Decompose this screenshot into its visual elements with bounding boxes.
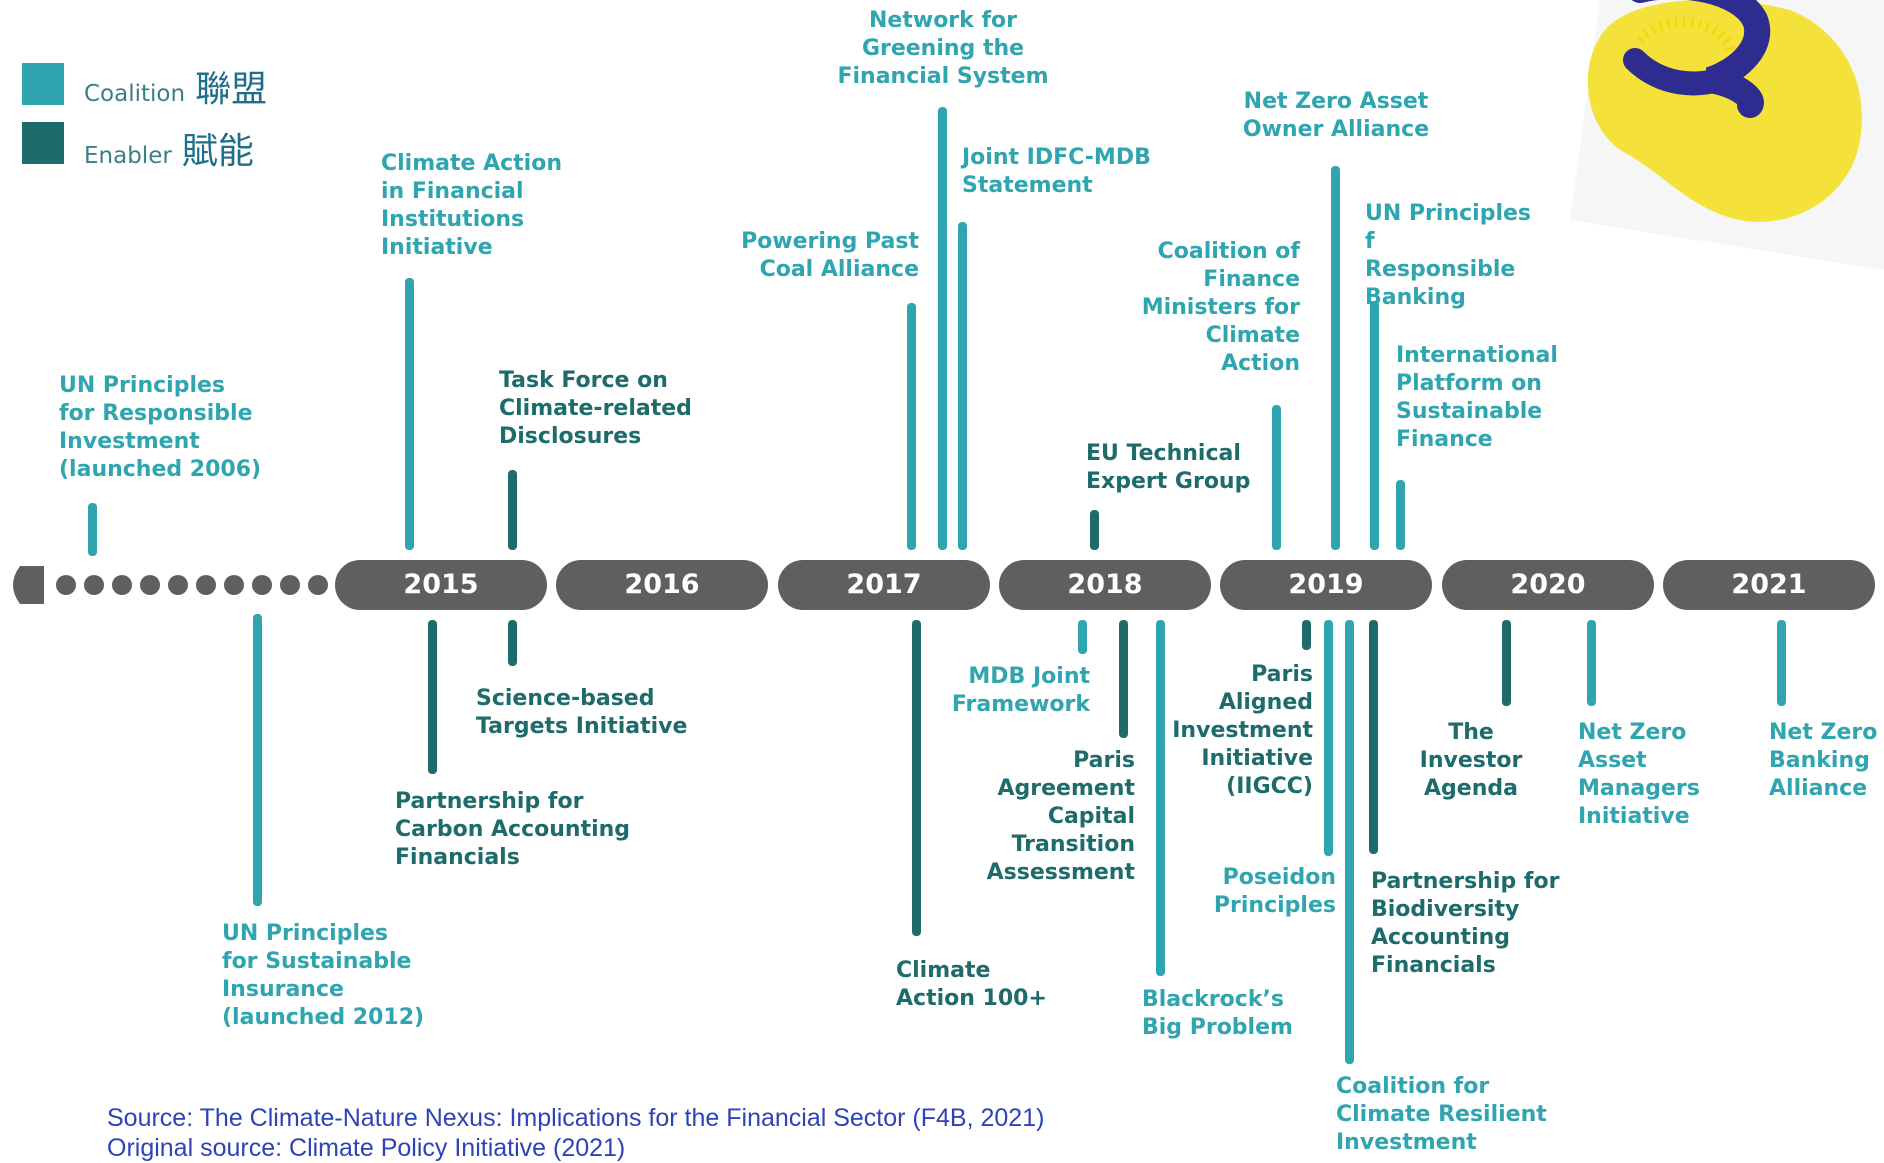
stem-poseidon [1324, 620, 1333, 856]
label-ngfs: Network for Greening the Financial Syste… [837, 8, 1049, 89]
stem-idfc [958, 222, 967, 550]
year-2020: 2020 [1442, 560, 1654, 610]
timeline-dot [56, 575, 76, 595]
label-tcfd: Task Force on Climate-related Disclosure… [499, 368, 692, 449]
year-2019: 2019 [1220, 560, 1432, 610]
label-un-pri: UN Principles for Responsible Investment… [59, 373, 262, 482]
stem-psi [253, 614, 262, 906]
stem-investor-agenda [1502, 620, 1511, 706]
stem-pcaf [428, 620, 437, 774]
stem-cafi [405, 278, 414, 550]
label-mdb-joint: MDB Joint Framework [951, 664, 1090, 717]
label-cfmca: Coalition of Finance Ministers for Clima… [1141, 239, 1300, 376]
label-ccri: Coalition for Climate Resilient Investme… [1336, 1074, 1547, 1155]
timeline-dot [224, 575, 244, 595]
timeline-dot [168, 575, 188, 595]
legend-coalition-zh: 聯盟 [195, 69, 268, 110]
label-nzaoa: Net Zero Asset Owner Alliance [1242, 89, 1430, 142]
stem-tcfd [508, 470, 517, 550]
label-investor-agenda: The Investor Agenda [1419, 720, 1523, 801]
stem-cfmca [1272, 405, 1281, 550]
legend-enabler-zh: 賦能 [181, 131, 254, 172]
label-ipsf: International Platform on Sustainable Fi… [1396, 343, 1558, 452]
label-pcaf: Partnership for Carbon Accounting Financ… [395, 789, 631, 870]
stem-mdb-joint [1078, 620, 1087, 654]
stem-un-pri [88, 503, 97, 556]
label-poseidon: Poseidon Principles [1213, 865, 1336, 918]
stem-nzaoa [1331, 166, 1340, 550]
stem-pacta [1119, 620, 1128, 738]
timeline-dot [140, 575, 160, 595]
stem-blackrock [1156, 620, 1165, 976]
label-nzba: Net Zero Banking Alliance [1769, 720, 1878, 801]
timeline-start-arrow [13, 566, 44, 604]
legend-coalition-label: Coalition 聯盟 [84, 60, 267, 112]
stem-ipsf [1396, 480, 1405, 550]
year-2017: 2017 [778, 560, 990, 610]
stem-pbaf [1369, 620, 1378, 854]
label-eu-teg: EU Technical Expert Group [1086, 441, 1251, 494]
timeline-dot [280, 575, 300, 595]
label-blackrock: Blackrock’s Big Problem [1142, 987, 1293, 1040]
label-cafi: Climate Action in Financial Institutions… [381, 151, 562, 260]
legend-coalition-swatch [22, 63, 64, 105]
timeline-dot [308, 575, 328, 595]
year-2015: 2015 [335, 560, 547, 610]
source-line-1: Source: The Climate-Nature Nexus: Implic… [107, 1104, 1045, 1132]
stem-ca100 [912, 620, 921, 936]
label-paii: Paris Aligned Investment Initiative (IIG… [1172, 662, 1313, 799]
stem-paii [1302, 620, 1311, 650]
label-prb: UN Principles f Responsible Banking [1365, 201, 1531, 310]
label-pbaf: Partnership for Biodiversity Accounting … [1371, 869, 1560, 978]
stem-ccri [1345, 620, 1354, 1064]
legend-coalition-en: Coalition [84, 81, 186, 107]
timeline-dot [112, 575, 132, 595]
label-pacta: Paris Agreement Capital Transition Asses… [986, 748, 1135, 885]
legend-enabler-label: Enabler 賦能 [84, 122, 254, 174]
label-psi: UN Principles for Sustainable Insurance … [222, 921, 425, 1030]
stem-nzami [1587, 620, 1596, 706]
legend-enabler-en: Enabler [84, 143, 172, 169]
timeline-dot [84, 575, 104, 595]
stem-sbti [508, 620, 517, 666]
label-sbti: Science-based Targets Initiative [476, 686, 688, 739]
label-ppca: Powering Past Coal Alliance [741, 229, 919, 282]
stem-eu-teg [1090, 510, 1099, 550]
source-line-2: Original source: Climate Policy Initiati… [107, 1134, 626, 1162]
label-nzami: Net Zero Asset Managers Initiative [1578, 720, 1700, 829]
label-idfc: Joint IDFC-MDB Statement [962, 145, 1151, 198]
legend-enabler-swatch [22, 122, 64, 164]
year-2016: 2016 [556, 560, 768, 610]
label-ca100: Climate Action 100+ [896, 958, 1047, 1011]
timeline-dot [196, 575, 216, 595]
stem-prb [1370, 301, 1379, 550]
stem-ngfs [938, 107, 947, 550]
year-2021: 2021 [1663, 560, 1875, 610]
stem-ppca [907, 303, 916, 550]
badge-graphic [1540, 0, 1884, 280]
stem-nzba [1777, 620, 1786, 706]
year-2018: 2018 [999, 560, 1211, 610]
timeline-dot [252, 575, 272, 595]
